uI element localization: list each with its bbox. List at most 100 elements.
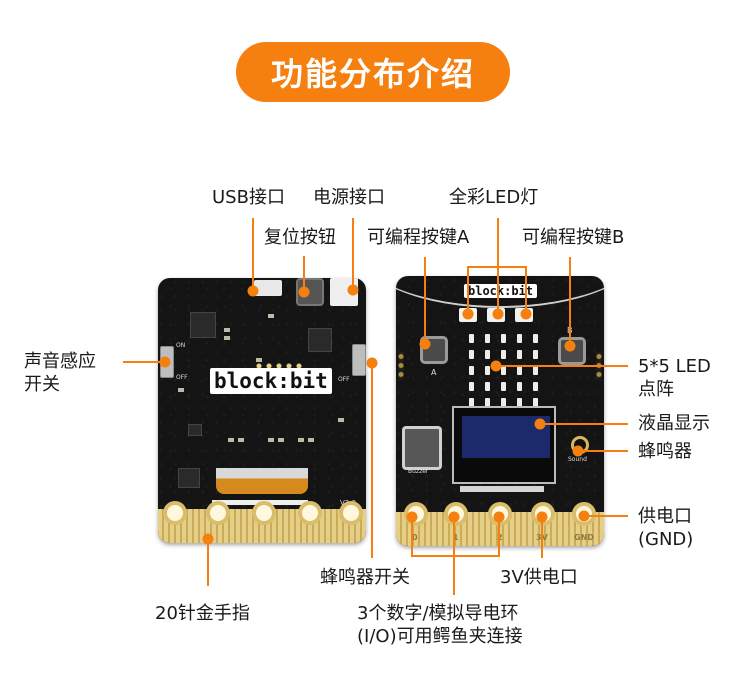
- leader-dot: [536, 511, 548, 523]
- switch-off-text: OFF: [176, 374, 188, 381]
- leader-line: [207, 539, 209, 586]
- label-buzzer-switch: 蜂鸣器开关: [320, 567, 410, 588]
- component: [178, 388, 184, 392]
- label-button-a: 可编程按键A: [367, 227, 470, 248]
- led-pixel: [469, 366, 474, 375]
- buzzer-component: [402, 426, 442, 470]
- component: [298, 438, 304, 442]
- component: [238, 438, 244, 442]
- buzzer-switch: [352, 344, 366, 376]
- led-pixel: [469, 398, 474, 407]
- buzzer-text: Buzzer: [408, 468, 429, 475]
- io-pad: [163, 501, 187, 525]
- board-arc: [396, 276, 604, 308]
- leader-dot: [520, 308, 532, 320]
- leader-dot: [366, 357, 378, 369]
- leader-line: [540, 423, 628, 425]
- label-led-matrix: 5*5 LED 点阵: [638, 355, 711, 401]
- leader-line: [411, 517, 413, 557]
- board-logo: block:bit: [210, 368, 332, 394]
- io-pad: [206, 501, 230, 525]
- component: [224, 328, 230, 332]
- led-pixel: [517, 350, 522, 359]
- led-pixel: [501, 366, 506, 375]
- label-io-rings: 3个数字/模拟导电环 (I/O)可用鳄鱼夹连接: [357, 602, 523, 648]
- leader-line: [371, 363, 373, 558]
- component: [228, 438, 234, 442]
- leader-line: [584, 515, 628, 517]
- leader-dot: [298, 286, 310, 298]
- leader-line: [467, 266, 469, 314]
- led-pixel: [517, 366, 522, 375]
- leader-line: [123, 361, 165, 363]
- leader-dot: [462, 308, 474, 320]
- leader-dot: [493, 511, 505, 523]
- label-gold-finger: 20针金手指: [155, 603, 250, 624]
- led-pixel: [485, 398, 490, 407]
- leader-dot: [534, 418, 546, 430]
- leader-line: [424, 257, 426, 344]
- leader-line: [303, 256, 305, 292]
- led-pixel: [533, 350, 538, 359]
- leader-dot: [419, 338, 431, 350]
- leader-line: [525, 266, 527, 314]
- switch-on-text: ON: [176, 342, 186, 349]
- label-led-matrix-line1: 5*5 LED: [638, 356, 711, 377]
- front-board-image: ON OFF OFF block:bit V2.0: [158, 278, 366, 543]
- leader-dot: [564, 340, 576, 352]
- leader-line: [467, 266, 527, 268]
- leader-dot: [578, 510, 590, 522]
- button-a: [420, 336, 448, 364]
- label-rgb-led: 全彩LED灯: [449, 187, 539, 208]
- button-a-text: A: [431, 368, 437, 377]
- label-reset: 复位按钮: [264, 227, 336, 248]
- leader-line: [411, 555, 500, 557]
- pad-label-gnd: GND: [574, 533, 594, 542]
- label-led-matrix-line2: 点阵: [638, 379, 674, 400]
- pad-label-1: 1: [453, 533, 459, 542]
- leader-dot: [347, 284, 359, 296]
- led-pixel: [469, 334, 474, 343]
- oled-connector: [460, 486, 544, 492]
- led-pixel: [533, 382, 538, 391]
- leader-line: [498, 517, 500, 557]
- leader-line: [352, 218, 354, 290]
- label-buzzer: 蜂鸣器: [638, 441, 692, 462]
- label-gnd-line2: (GND): [638, 529, 694, 550]
- leader-dot: [448, 511, 460, 523]
- leader-line: [496, 365, 628, 367]
- led-pixel: [485, 366, 490, 375]
- sound-text: Sound: [568, 456, 587, 463]
- leader-line: [578, 450, 628, 452]
- chip: [178, 468, 200, 488]
- led-pixel: [485, 334, 490, 343]
- leader-line: [453, 517, 455, 595]
- page-title: 功能分布介绍: [236, 42, 510, 102]
- io-pad: [298, 501, 322, 525]
- label-sound-switch-line2: 开关: [24, 374, 60, 395]
- led-pixel: [485, 350, 490, 359]
- pad-label-0: 0: [412, 533, 418, 542]
- led-pixel: [501, 350, 506, 359]
- led-pixel: [533, 366, 538, 375]
- io-pad: [252, 501, 276, 525]
- label-3v-power: 3V供电口: [500, 567, 578, 588]
- chip: [188, 424, 202, 436]
- leader-dot: [406, 511, 418, 523]
- component: [268, 438, 274, 442]
- side-header-left: [398, 352, 404, 380]
- label-gnd-line1: 供电口: [638, 506, 692, 527]
- leader-dot: [492, 308, 504, 320]
- label-sound-switch: 声音感应 开关: [24, 350, 96, 396]
- io-pad-0: [404, 502, 428, 526]
- component: [308, 438, 314, 442]
- label-button-b: 可编程按键B: [522, 227, 625, 248]
- leader-dot: [490, 360, 502, 372]
- leader-dot: [159, 356, 171, 368]
- header-pins: [254, 363, 302, 369]
- label-usb: USB接口: [212, 187, 285, 208]
- led-pixel: [517, 398, 522, 407]
- leader-line: [569, 257, 571, 346]
- io-pad-gnd: [572, 502, 596, 526]
- usb-port: [254, 280, 282, 296]
